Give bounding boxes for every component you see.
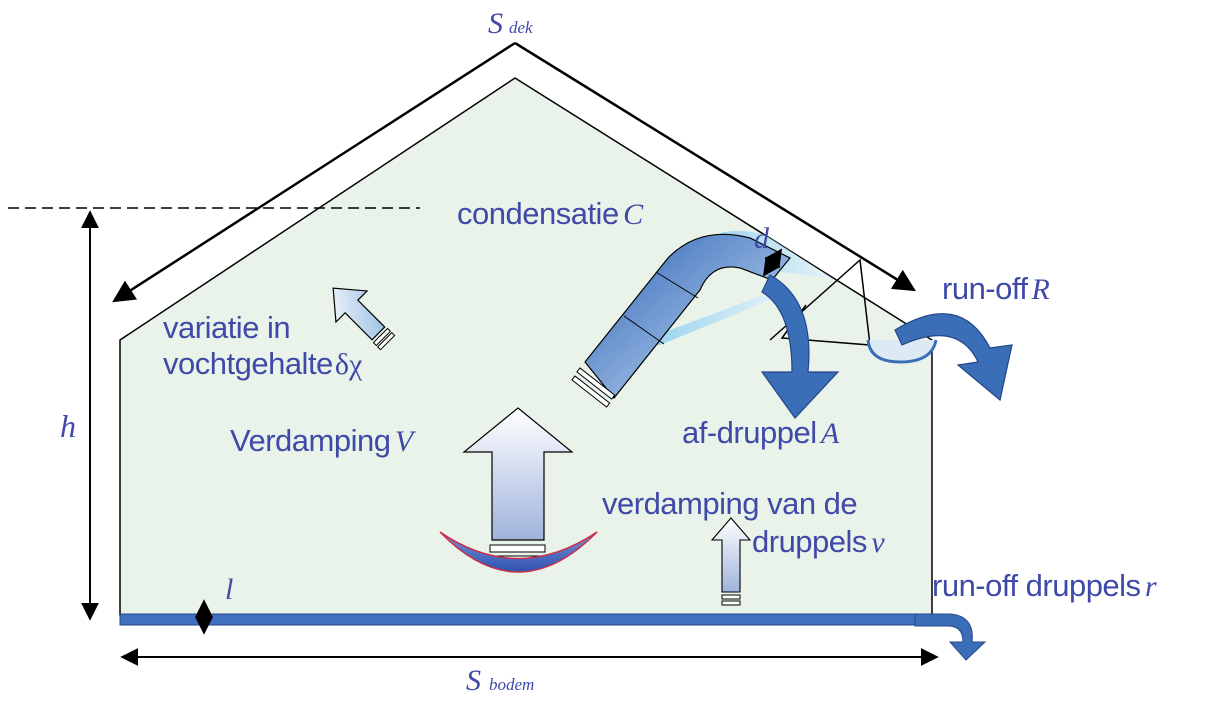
film-thickness-symbol: d: [754, 222, 769, 255]
roof-area-symbol: S: [488, 7, 503, 40]
droplet-evaporation-line1: verdamping van de: [602, 486, 858, 521]
floor-area-subscript: bodem: [489, 675, 535, 694]
humidity-variation-label: variatie in vochtgehalteδχ: [163, 310, 362, 388]
condensation-fan-lower: [630, 285, 790, 345]
curved-down-arrow-icon: [760, 274, 840, 419]
dish-icon: [439, 531, 598, 573]
gutter-icon: [866, 339, 938, 364]
up-left-arrow-icon: [332, 287, 396, 351]
roof-right-arrow: [514, 41, 916, 292]
evaporation-symbol: V: [394, 425, 414, 458]
drip-label: af-druppel A: [682, 417, 839, 449]
curved-right-arrow-icon: [894, 313, 1013, 402]
droplet-evaporation-line2: druppels: [752, 524, 867, 559]
runoff-droplets-symbol: r: [1145, 570, 1157, 603]
film-thickness-arrow: [762, 248, 783, 277]
drip-symbol: A: [821, 417, 840, 450]
evaporation-text: Verdamping: [230, 423, 391, 458]
drip-text: af-druppel: [682, 415, 817, 450]
greenhouse-outline: [119, 77, 933, 616]
runoff-droplets-arrow-icon: [914, 613, 987, 661]
curved-arrow-icon: [571, 233, 791, 408]
humidity-variation-line1: variatie in: [163, 310, 291, 345]
runoff-symbol: R: [1031, 273, 1050, 306]
humidity-variation-symbol: δχ: [334, 348, 363, 381]
condensation-text: condensatie: [457, 196, 619, 231]
roof-left-arrow: [112, 41, 516, 303]
runoff-droplets-text: run-off druppels: [932, 568, 1141, 603]
droplet-evaporation-label: verdamping van de druppels v: [602, 485, 885, 567]
small-up-arrow-icon: [710, 517, 752, 606]
height-symbol: h: [60, 408, 76, 444]
runoff-droplets-label: run-off druppels r: [932, 570, 1157, 602]
roof-area-subscript: dek: [509, 18, 533, 37]
layer-thickness-symbol: l: [225, 573, 234, 606]
condensation-symbol: C: [623, 198, 644, 231]
floor-area-symbol: S: [466, 664, 481, 697]
evaporation-label: Verdamping V: [230, 425, 413, 457]
droplet-evaporation-symbol: v: [871, 526, 885, 559]
humidity-variation-line2: vochtgehalte: [163, 346, 333, 381]
runoff-text: run-off: [942, 271, 1028, 306]
condensation-label: condensatie C: [457, 198, 643, 230]
floor-layer: [119, 613, 921, 626]
